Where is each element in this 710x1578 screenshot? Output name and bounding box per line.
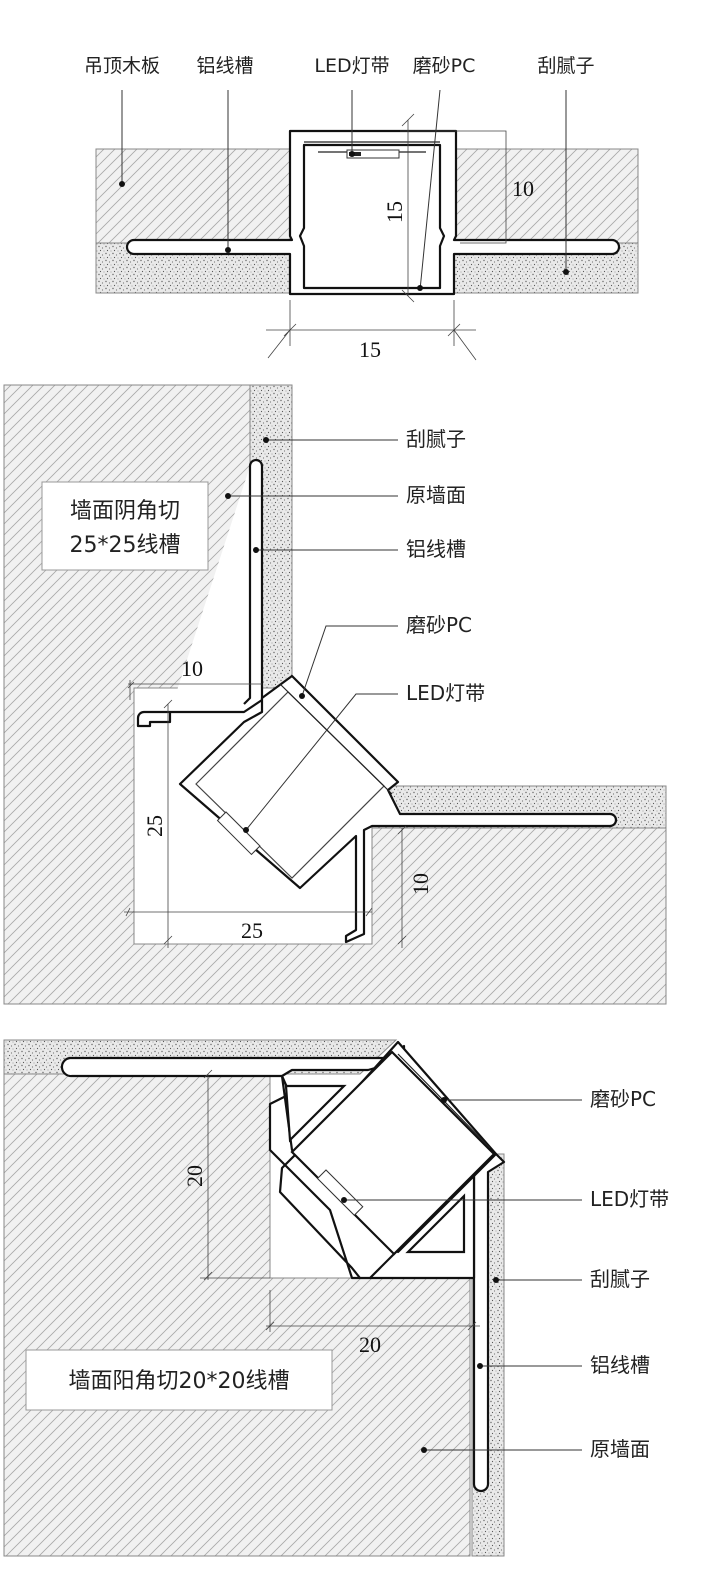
leader-dot-putty [563,269,569,275]
leader-dot-frosted-pc-3 [441,1097,447,1103]
label-putty-2: 刮腻子 [406,427,466,451]
dim-height-value: 15 [382,201,407,223]
leader-dot-led-strip-2 [243,827,249,833]
dim-vertical-line [200,1069,270,1281]
ceiling-board-left [95,148,293,244]
label-frosted-pc: 磨砂PC [413,55,476,77]
inside-corner-title-line1: 墙面阴角切 [70,499,180,524]
dim-right-line [397,825,407,948]
label-frosted-pc-2: 磨砂PC [406,613,472,637]
label-putty: 刮腻子 [537,55,594,77]
ceiling-board-right [453,148,639,244]
outside-corner-title: 墙面阳角切20*20线槽 [69,1369,290,1394]
dim-top-line [127,680,262,700]
original-wall-area [3,384,667,1005]
dim-depth-line [400,130,507,244]
dim-left-line [163,699,173,948]
label-original-wall-2: 原墙面 [406,483,466,507]
leader-dot-aluminum-channel [225,247,231,253]
dim-width-line [266,300,477,361]
leader-dot-putty-2 [263,437,269,443]
led-window-3 [290,1050,496,1256]
support-triangle-left [284,1084,347,1143]
led-strip [346,149,400,159]
dim-bottom-line [124,907,373,917]
aluminum-channel-profile-inside [136,458,264,728]
leader-dot-led-strip-3 [341,1197,347,1203]
dim-vertical-value: 20 [182,1165,207,1187]
leader-dot-original-wall-2 [225,493,231,499]
outside-corner-title-box [25,1349,333,1411]
frosted-pc-cover-inside [279,683,393,795]
leader-dot-aluminum-channel-2 [253,547,259,553]
inside-corner-title-line2: 25*25线槽 [70,533,181,558]
leader-frosted-pc-2 [301,625,398,697]
dim-top-value: 10 [181,656,203,681]
dim-height-line [401,113,415,303]
leader-led-strip-2 [245,693,398,831]
support-triangle-right [405,1193,466,1254]
leader-dot-aluminum-channel-3 [477,1363,483,1369]
inside-corner-title-box [41,481,209,571]
leader-dot-putty-3 [493,1277,499,1283]
label-led-strip-2: LED灯带 [406,681,485,705]
led-strip-3 [316,1169,364,1216]
label-led-strip-3: LED灯带 [590,1187,669,1211]
dim-horizontal-value: 20 [359,1332,381,1357]
dim-depth-value: 10 [512,176,534,201]
aluminum-channel-right-flange [472,1152,506,1493]
leader-dot-ceiling-board [119,181,125,187]
leader-dot-frosted-pc-2 [299,693,305,699]
dim-left-value: 25 [142,815,167,837]
dim-width-value: 15 [359,337,381,362]
aluminum-channel-profile [125,129,621,296]
label-aluminum-channel-3: 铝线槽 [590,1353,650,1377]
label-putty-3: 刮腻子 [590,1267,650,1291]
leader-frosted-pc [419,89,441,291]
leader-dot-original-wall-3 [421,1447,427,1453]
led-strip-inside [216,811,261,856]
outside-corner-diagram: 20 20 墙面阳角切20*20线槽 磨砂PC LED灯带 刮腻子 铝线槽 原墙… [3,1039,669,1557]
dim-bottom-value: 25 [241,918,263,943]
dim-horizontal-line [265,1290,480,1332]
ceiling-channel-diagram: 15 10 15 吊顶木板 铝线槽 LED灯带 磨砂PC 刮腻子 [84,55,639,362]
label-led-strip: LED灯带 [314,55,389,77]
leader-dot-frosted-pc [417,285,423,291]
label-aluminum-channel-2: 铝线槽 [406,537,466,561]
dim-right-value: 10 [408,873,433,895]
inside-corner-diagram: 墙面阴角切 25*25线槽 10 25 25 10 刮腻子 原墙面 铝线槽 磨砂… [3,384,667,1005]
label-original-wall-3: 原墙面 [590,1437,650,1461]
label-frosted-pc-3: 磨砂PC [590,1087,656,1111]
leader-dot-led-strip [349,151,355,157]
label-aluminum-channel: 铝线槽 [196,55,253,77]
label-ceiling-board: 吊顶木板 [84,55,160,77]
